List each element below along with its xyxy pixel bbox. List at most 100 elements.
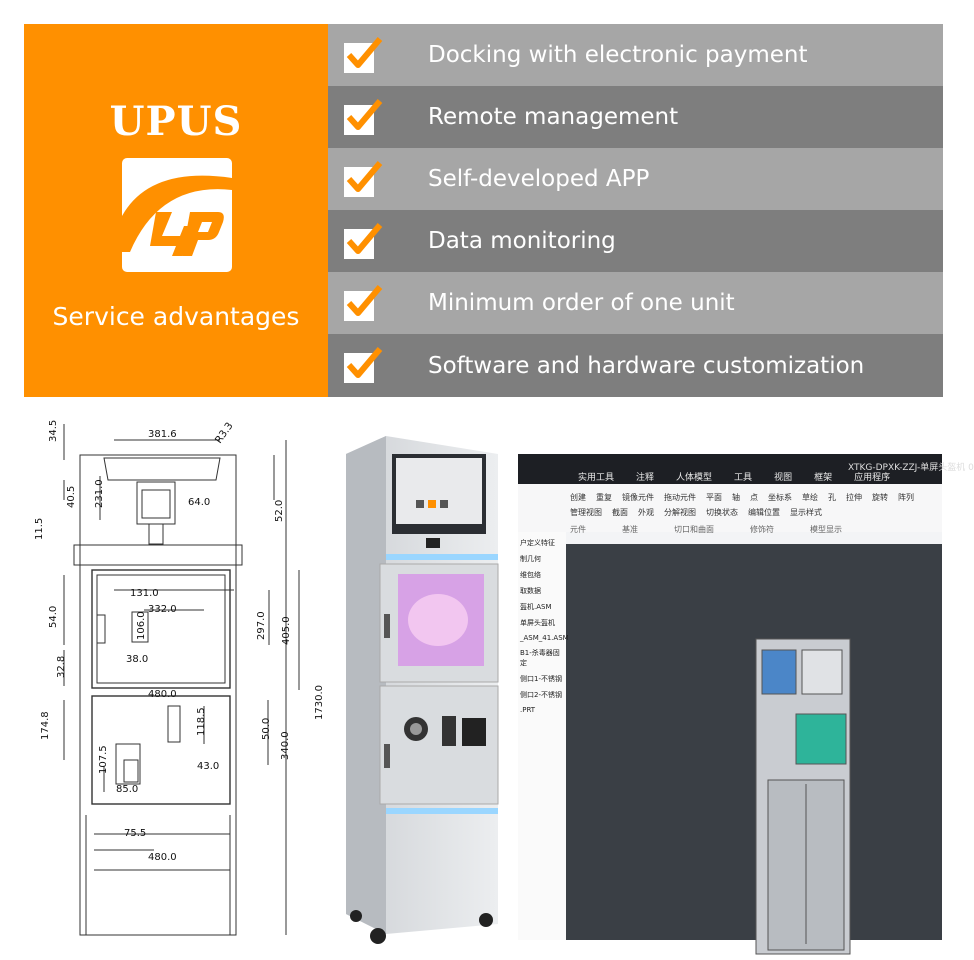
dim-label: 106.0 <box>136 611 147 640</box>
dim-label: 11.5 <box>34 518 45 540</box>
cad-ribbon-item[interactable]: 拖动元件 <box>664 493 696 502</box>
feature-list: Docking with electronic payment Remote m… <box>328 24 943 397</box>
feature-label: Remote management <box>428 104 679 130</box>
cad-tree-item[interactable]: 取数据 <box>520 587 541 595</box>
dim-label: 340.0 <box>280 731 291 760</box>
cad-ribbon: 创建 重复 镜像元件 拖动元件 平面 轴 点 坐标系 草绘 孔 拉伸 旋转 阵列… <box>570 492 940 518</box>
feature-label: Self-developed APP <box>428 166 650 192</box>
upus-logo-icon <box>122 158 232 272</box>
feature-label: Minimum order of one unit <box>428 290 735 316</box>
dim-label: 381.6 <box>148 429 177 440</box>
cad-model-tree: 户定义特征 制几何 维包络 取数据 盔机.ASM 单屏头盔机 _ASM_41.A… <box>520 538 569 714</box>
dim-label: 54.0 <box>48 606 59 628</box>
dim-label: 405.0 <box>281 616 292 645</box>
cad-ribbon-item[interactable]: 拉伸 <box>846 493 862 502</box>
feature-label: Software and hardware customization <box>428 352 865 379</box>
cad-tree-item[interactable]: 制几何 <box>520 555 541 563</box>
checkmark-icon <box>344 285 383 321</box>
checkmark-icon <box>344 347 383 383</box>
cad-ribbon-item[interactable]: 孔 <box>828 493 836 502</box>
dim-label: 297.0 <box>256 611 267 640</box>
dim-label: 43.0 <box>197 761 219 772</box>
cad-group-label: 修饰符 <box>750 525 774 534</box>
dim-label: 1730.0 <box>314 685 325 720</box>
dim-label: R3.3 <box>213 421 235 446</box>
cad-ribbon-item[interactable]: 管理视图 <box>570 508 602 517</box>
cad-ribbon-item[interactable]: 分解视图 <box>664 508 696 517</box>
cad-ribbon-item[interactable]: 点 <box>750 493 758 502</box>
cad-tree-item[interactable]: 单屏头盔机 <box>520 619 555 627</box>
brand-tagline: Service advantages <box>52 302 300 331</box>
dim-label: 38.0 <box>126 654 148 665</box>
dim-label: 52.0 <box>274 500 285 522</box>
cad-ribbon-item[interactable]: 编辑位置 <box>748 508 780 517</box>
cad-ribbon-item[interactable]: 截面 <box>612 508 628 517</box>
cad-canvas <box>518 454 942 955</box>
cad-ribbon-item[interactable]: 切换状态 <box>706 508 738 517</box>
cad-menu-item[interactable]: 实用工具 <box>578 473 615 483</box>
dim-label: 107.5 <box>98 745 109 774</box>
dim-label: 40.5 <box>66 486 77 508</box>
cad-group-label: 切口和曲面 <box>674 525 714 534</box>
cad-ribbon-item[interactable]: 坐标系 <box>768 493 792 502</box>
brand-name: UPUS <box>109 98 243 145</box>
cad-tree-item[interactable]: _ASM_41.ASM <box>520 634 569 642</box>
cad-menu-item[interactable]: 框架 <box>814 473 833 483</box>
feature-row-remote-management: Remote management <box>328 86 943 148</box>
checkmark-icon <box>344 37 383 73</box>
cad-tree-item[interactable]: 盔机.ASM <box>520 603 552 611</box>
cad-tree-item[interactable]: 侧口2-不锈钢 <box>520 691 562 699</box>
dim-label: 231.0 <box>94 479 105 508</box>
brand-panel: UPUS Service advantages <box>24 24 328 397</box>
advantages-banner: UPUS Service advantages Docking with ele… <box>24 24 943 397</box>
cad-ribbon-item[interactable]: 创建 <box>570 493 586 502</box>
feature-label: Docking with electronic payment <box>428 42 808 68</box>
dim-label: 50.0 <box>261 718 272 740</box>
checkmark-icon <box>344 161 383 197</box>
cad-ribbon-item[interactable]: 平面 <box>706 493 722 502</box>
checkmark-icon <box>344 99 383 135</box>
cad-ribbon-item[interactable]: 旋转 <box>872 493 888 502</box>
machine-photo <box>346 436 499 944</box>
cad-tree-item[interactable]: 侧口1-不锈钢 <box>520 675 562 683</box>
cad-screenshot: XTKG-DPXK-ZZJ-单屏头盔机 0 实用工具 注释 人体模型 工具 视图… <box>518 454 974 955</box>
dim-label: 174.8 <box>40 711 51 740</box>
cad-menu-item[interactable]: 应用程序 <box>854 473 891 483</box>
dim-label: 118.5 <box>196 707 207 736</box>
technical-drawing: 34.5 381.6 R3.3 40.5 231.0 64.0 52.0 11.… <box>34 420 325 936</box>
cad-tree-item[interactable]: 户定义特征 <box>520 539 555 547</box>
cad-menu-item[interactable]: 工具 <box>734 473 753 483</box>
product-images: 34.5 381.6 R3.3 40.5 231.0 64.0 52.0 11.… <box>0 400 974 960</box>
dim-label: 480.0 <box>148 852 177 863</box>
feature-row-data-monitoring: Data monitoring <box>328 210 943 272</box>
feature-label: Data monitoring <box>428 228 616 254</box>
checkmark-icon <box>344 223 383 259</box>
cad-menu: 实用工具 注释 人体模型 工具 视图 框架 应用程序 <box>578 470 890 483</box>
cad-menu-item[interactable]: 视图 <box>774 473 793 483</box>
cad-ribbon-item[interactable]: 阵列 <box>898 493 914 502</box>
cad-ribbon-item[interactable]: 显示样式 <box>790 508 822 517</box>
dim-label: 75.5 <box>124 828 146 839</box>
dim-label: 332.0 <box>148 604 177 615</box>
cad-ribbon-groups: 元件 基准 切口和曲面 修饰符 模型显示 <box>570 524 842 535</box>
cad-window-title: XTKG-DPXK-ZZJ-单屏头盔机 0 <box>848 463 974 473</box>
feature-row-customization: Software and hardware customization <box>328 334 943 397</box>
dim-label: 480.0 <box>148 689 177 700</box>
cad-menu-item[interactable]: 人体模型 <box>676 473 713 483</box>
dim-label: 32.8 <box>56 656 67 678</box>
cad-ribbon-item[interactable]: 轴 <box>732 493 740 502</box>
dim-label: 85.0 <box>116 784 138 795</box>
dim-label: 131.0 <box>130 588 159 599</box>
cad-ribbon-item[interactable]: 外观 <box>638 508 654 517</box>
cad-group-label: 模型显示 <box>810 525 842 534</box>
dim-label: 34.5 <box>48 420 59 442</box>
cad-menu-item[interactable]: 注释 <box>636 473 655 483</box>
feature-row-electronic-payment: Docking with electronic payment <box>328 24 943 86</box>
feature-row-self-developed-app: Self-developed APP <box>328 148 943 210</box>
cad-ribbon-item[interactable]: 重复 <box>596 493 612 502</box>
cad-tree-item[interactable]: 维包络 <box>520 571 541 579</box>
cad-ribbon-item[interactable]: 镜像元件 <box>622 493 654 502</box>
cad-tree-item[interactable]: B1-杀毒器固定 <box>520 649 560 667</box>
cad-tree-item[interactable]: .PRT <box>520 706 536 714</box>
cad-ribbon-item[interactable]: 草绘 <box>802 493 818 502</box>
